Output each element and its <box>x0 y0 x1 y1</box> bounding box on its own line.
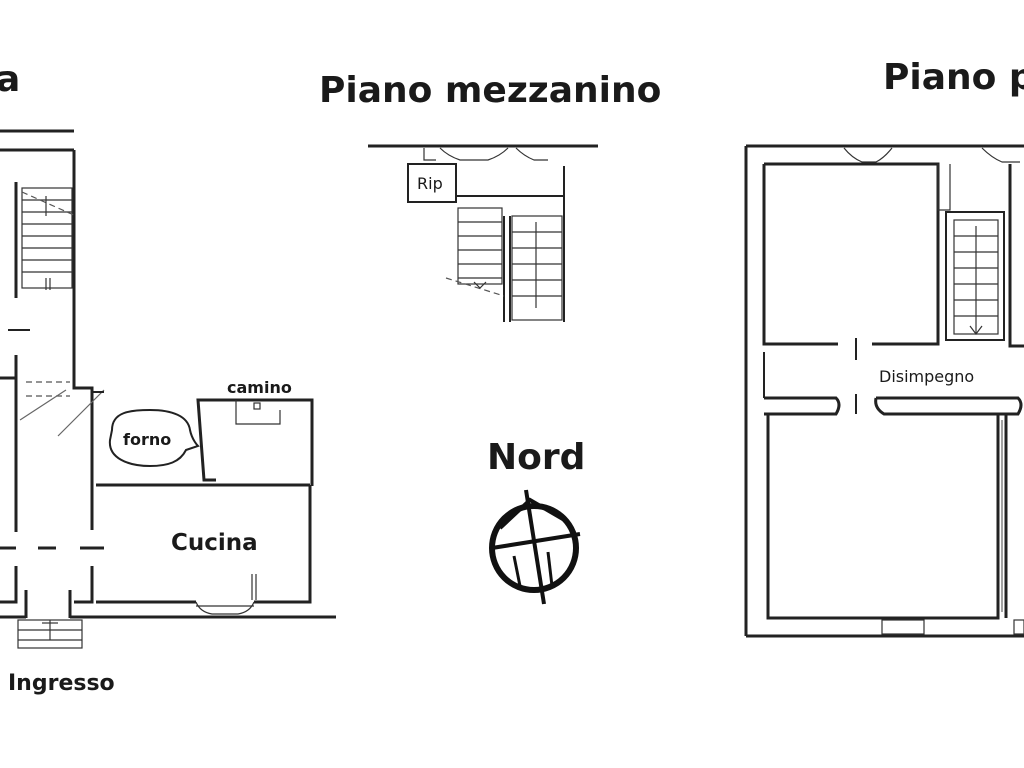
heading-ground-floor: a <box>0 59 21 100</box>
label-rip: Rip <box>417 174 443 193</box>
label-cucina: Cucina <box>171 530 258 556</box>
first-floor-plan <box>744 144 1024 638</box>
heading-first-floor: Piano p <box>883 57 1024 98</box>
label-ingresso: Ingresso <box>8 671 115 696</box>
heading-mezzanine: Piano mezzanino <box>319 70 662 111</box>
ground-floor-plan <box>0 129 336 649</box>
north-arrow-icon <box>489 489 581 605</box>
label-nord: Nord <box>487 437 586 478</box>
label-camino: camino <box>227 378 292 397</box>
label-disimpegno: Disimpegno <box>879 367 975 386</box>
label-forno: forno <box>123 430 172 449</box>
mezzanine-plan <box>368 144 598 322</box>
